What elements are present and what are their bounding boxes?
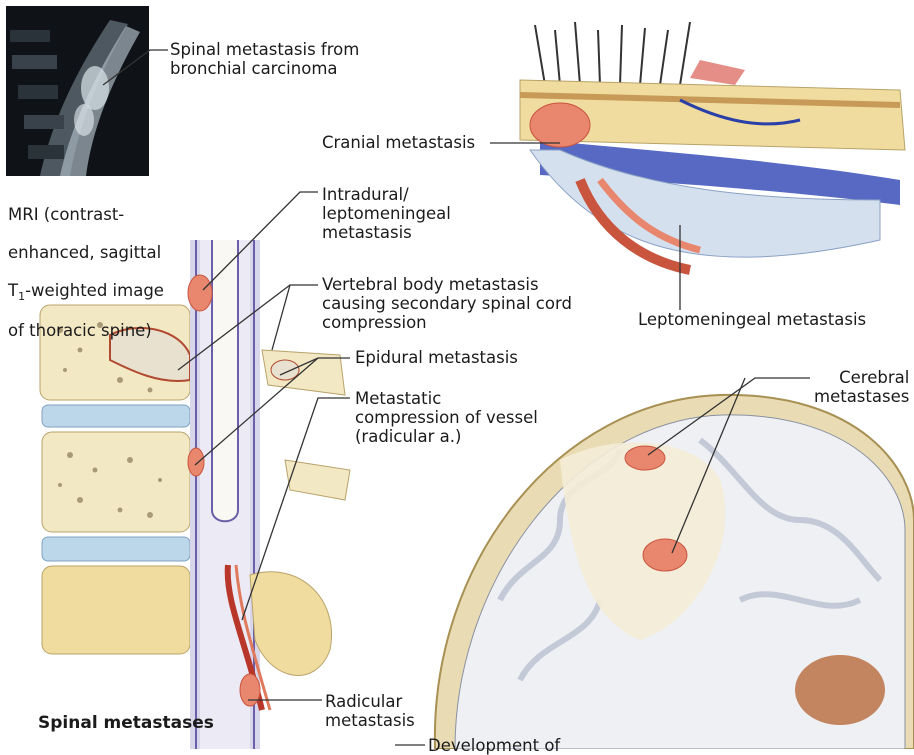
mri-spine-image xyxy=(6,6,149,176)
mri-caption-line2: enhanced, sagittal xyxy=(8,243,164,262)
mri-caption-weighted: -weighted image xyxy=(25,281,164,300)
label-spinal-from-bronchial: Spinal metastasis from bronchial carcino… xyxy=(170,40,359,78)
leader-vertebral-2 xyxy=(272,285,318,350)
label-development: Development of xyxy=(428,736,560,755)
label-radicular: Radicular metastasis xyxy=(325,692,415,730)
label-metastatic-compression: Metastatic compression of vessel (radicu… xyxy=(355,389,538,446)
mri-caption-subscript: 1 xyxy=(18,290,25,303)
label-epidural: Epidural metastasis xyxy=(355,348,518,367)
label-vertebral-body: Vertebral body metastasis causing second… xyxy=(322,275,572,332)
label-leptomeningeal: Leptomeningeal metastasis xyxy=(638,310,866,329)
mri-caption-line3: T1-weighted image xyxy=(8,281,164,302)
brain-section-illustration xyxy=(435,395,914,749)
title-spinal-metastases: Spinal metastases xyxy=(38,714,214,733)
label-cranial-metastasis: Cranial metastasis xyxy=(322,133,475,152)
mri-caption-line4: of thoracic spine) xyxy=(8,321,164,340)
cranial-meninges-illustration xyxy=(520,22,905,270)
mri-caption-line1: MRI (contrast- xyxy=(8,205,164,224)
mri-caption-t: T xyxy=(8,281,18,300)
mri-caption: MRI (contrast- enhanced, sagittal T1-wei… xyxy=(8,186,164,359)
label-cerebral: Cerebral metastases xyxy=(814,368,909,406)
label-intradural: Intradural/ leptomeningeal metastasis xyxy=(322,185,451,242)
